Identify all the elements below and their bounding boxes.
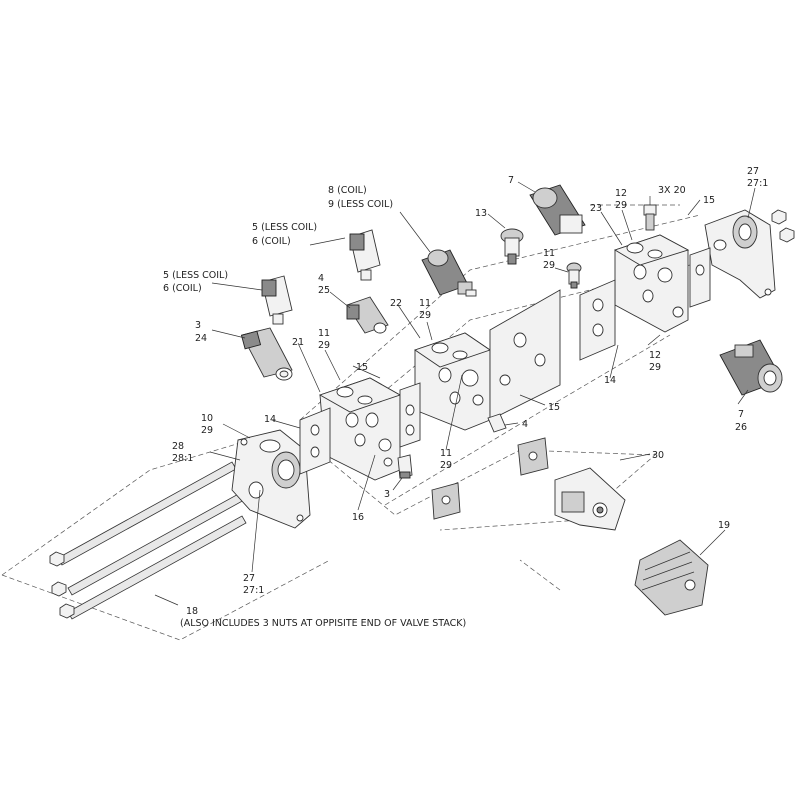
tie-rod-lower (67, 515, 247, 620)
callout-18: 18 (186, 606, 198, 617)
callout-4: 4 (318, 273, 324, 284)
callout-29-inlet: 29 (201, 425, 213, 436)
callout-12-right: 12 (649, 350, 661, 361)
callout-28: 28 (172, 441, 184, 452)
inlet-section-body (231, 429, 311, 529)
callout-26: 26 (735, 422, 747, 433)
callout-27-1-top: 27:1 (747, 178, 768, 189)
callout-7-top: 7 (508, 175, 514, 186)
callout-29-mid: 29 (419, 310, 431, 321)
coil-8-9 (421, 249, 477, 297)
callout-4-right: 4 (522, 419, 528, 430)
gasket-15-right (689, 247, 711, 308)
callout-11-mid: 11 (419, 298, 431, 309)
callout-12-top: 12 (615, 188, 627, 199)
callout-25: 25 (318, 285, 330, 296)
callout-29-top-right: 29 (543, 260, 555, 271)
end-nut-2 (779, 227, 795, 243)
spacer-plates (299, 247, 711, 475)
callout-5-less-coil-mid: 5 (LESS COIL) (252, 222, 317, 233)
callout-14-right: 14 (604, 375, 616, 386)
callout-15-mid: 15 (356, 362, 368, 373)
callout-30: 30 (652, 450, 664, 461)
callout-29-top: 29 (615, 200, 627, 211)
cartridge-11-29-top (566, 262, 582, 289)
lever-3 (397, 454, 413, 479)
callout-labels: 7 8 (COIL) 9 (LESS COIL) 13 23 12 29 3X … (163, 166, 768, 629)
valve-section-21 (318, 377, 402, 481)
tie-rod-nut-1 (49, 551, 65, 567)
callout-14-left: 14 (264, 414, 276, 425)
callout-6-coil-left: 6 (COIL) (163, 283, 202, 294)
callout-27-1-bottom: 27:1 (243, 585, 264, 596)
solenoid-3-24 (240, 327, 293, 381)
rubber-boot-19 (634, 539, 709, 616)
callout-27-top: 27 (747, 166, 759, 177)
inlet-plug (248, 481, 264, 499)
callout-3: 3 (195, 320, 201, 331)
callout-23: 23 (590, 203, 602, 214)
callout-24: 24 (195, 333, 207, 344)
valve-section-23 (613, 234, 690, 333)
plug-20 (643, 204, 657, 231)
callout-11-left: 11 (318, 328, 330, 339)
tie-rod-assembly (49, 461, 247, 620)
callout-9-less-coil: 9 (LESS COIL) (328, 199, 393, 210)
callout-10: 10 (201, 413, 213, 424)
callout-8-coil: 8 (COIL) (328, 185, 367, 196)
coil-7-top (529, 184, 586, 236)
spacer-block (489, 289, 561, 421)
tie-rod-nut-3 (59, 603, 75, 619)
end-nut-1 (771, 209, 787, 225)
callout-15-top: 15 (703, 195, 715, 206)
callout-27-bottom: 27 (243, 573, 255, 584)
cartridge-4-25 (346, 296, 389, 334)
coil-7-26 (719, 339, 783, 396)
callout-6-coil-mid: 6 (COIL) (252, 236, 291, 247)
callout-11-top: 11 (543, 248, 555, 259)
callout-15-right: 15 (548, 402, 560, 413)
callout-13: 13 (475, 208, 487, 219)
callout-28-1: 28:1 (172, 453, 193, 464)
callout-29-left: 29 (318, 340, 330, 351)
assembly-guides (1, 204, 701, 641)
callout-5-less-coil-left: 5 (LESS COIL) (163, 270, 228, 281)
callout-21: 21 (292, 337, 304, 348)
callout-18-note: (ALSO INCLUDES 3 NUTS AT OPPISITE END OF… (180, 618, 466, 629)
outlet-end-section (704, 209, 795, 299)
cartridge-13 (500, 228, 524, 265)
tie-rod-nut-2 (51, 581, 67, 597)
callout-19: 19 (718, 520, 730, 531)
detent-assembly (554, 467, 626, 531)
gasket-14-right (579, 279, 616, 361)
solenoid-5-6-left (261, 275, 293, 325)
callout-29-right: 29 (649, 362, 661, 373)
inlet-port (259, 439, 281, 453)
callout-22: 22 (390, 298, 402, 309)
callout-11-bottom: 11 (440, 448, 452, 459)
leader-lines (154, 181, 756, 606)
solenoid-5-6-mid (349, 229, 381, 281)
callout-29-bottom: 29 (440, 460, 452, 471)
callout-3-bottom: 3 (384, 489, 390, 500)
valve-section-22 (414, 332, 491, 431)
cover-plates-30 (431, 437, 626, 531)
gasket-14-left (299, 407, 331, 475)
callout-3x20: 3X 20 (658, 185, 686, 196)
callout-16: 16 (352, 512, 364, 523)
callout-7-bottom: 7 (738, 409, 744, 420)
spool-end-4 (487, 413, 507, 433)
